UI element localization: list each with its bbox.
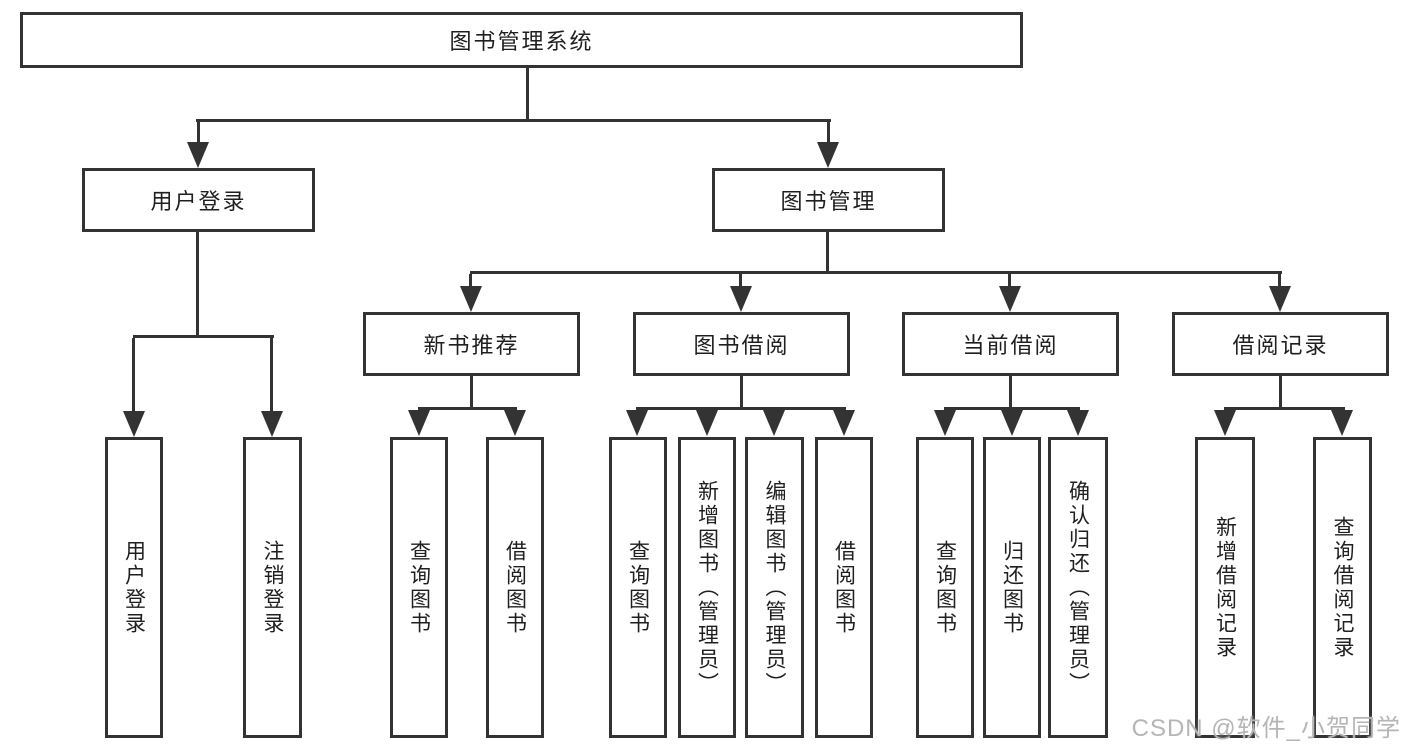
connector-drop: [1008, 274, 1011, 288]
connector-group-rail: [636, 407, 846, 410]
connector-drop: [469, 274, 472, 288]
arrow-down-icon: [408, 410, 430, 436]
connector-group-rail: [418, 407, 517, 410]
connector-book-management-drop: [827, 122, 830, 144]
leaf-edit-books-admin: 编辑图书（管理员）: [745, 437, 804, 738]
arrow-down-icon: [1331, 410, 1353, 436]
leaf-query-books: 查询图书: [916, 437, 974, 738]
arrow-down-icon: [187, 142, 209, 168]
connector-group-rail: [944, 407, 1080, 410]
connector-root-stem: [526, 68, 529, 122]
arrow-down-icon: [696, 410, 718, 436]
leaf-borrow-books: 借阅图书: [815, 437, 873, 738]
leaf-return-books: 归还图书: [983, 437, 1041, 738]
watermark: CSDN @软件_小贺同学: [1131, 715, 1401, 742]
connector-drop: [1278, 274, 1281, 288]
leaf-query-books: 查询图书: [390, 437, 448, 738]
arrow-down-icon: [1001, 410, 1023, 436]
leaf-add-borrow-record: 新增借阅记录: [1195, 437, 1255, 738]
node-borrowing-records: 借阅记录: [1172, 312, 1389, 376]
node-new-book-recommendation: 新书推荐: [363, 312, 580, 376]
leaf-confirm-return-admin: 确认归还（管理员）: [1048, 437, 1108, 738]
connector-drop: [132, 338, 135, 413]
arrow-down-icon: [1214, 410, 1236, 436]
connector-drop: [270, 338, 273, 413]
leaf-query-borrow-record: 查询借阅记录: [1313, 437, 1372, 738]
node-library-system: 图书管理系统: [20, 12, 1023, 68]
connector-group-stem: [470, 376, 473, 410]
node-book-management: 图书管理: [712, 168, 945, 232]
arrow-down-icon: [626, 410, 648, 436]
leaf-user-login: 用户登录: [105, 437, 163, 738]
leaf-borrow-books: 借阅图书: [486, 437, 544, 738]
arrow-down-icon: [833, 410, 855, 436]
arrow-down-icon: [460, 286, 482, 312]
arrow-down-icon: [934, 410, 956, 436]
node-user-login: 用户登录: [82, 168, 315, 232]
leaf-add-books-admin: 新增图书（管理员）: [678, 437, 736, 738]
connector-drop: [739, 274, 742, 288]
connector-group-stem: [1009, 376, 1012, 410]
arrow-down-icon: [763, 410, 785, 436]
arrow-down-icon: [261, 411, 283, 437]
arrow-down-icon: [1067, 410, 1089, 436]
connector-user-login-stem: [196, 232, 199, 338]
arrow-down-icon: [817, 142, 839, 168]
connector-group-stem: [1279, 376, 1282, 410]
connector-user-login-rail: [133, 335, 274, 338]
arrow-down-icon: [1269, 286, 1291, 312]
leaf-query-books: 查询图书: [609, 437, 667, 738]
connector-group-stem: [740, 376, 743, 410]
connector-group-rail: [1224, 407, 1345, 410]
arrow-down-icon: [504, 410, 526, 436]
node-book-borrowing: 图书借阅: [633, 312, 850, 376]
arrow-down-icon: [730, 286, 752, 312]
connector-level2-rail: [196, 119, 831, 122]
node-current-borrowing: 当前借阅: [902, 312, 1119, 376]
arrow-down-icon: [999, 286, 1021, 312]
connector-book-management-stem: [826, 232, 829, 274]
connector-level3-rail: [470, 271, 1282, 274]
leaf-logout: 注销登录: [243, 437, 302, 738]
connector-user-login-drop: [197, 122, 200, 144]
arrow-down-icon: [123, 411, 145, 437]
